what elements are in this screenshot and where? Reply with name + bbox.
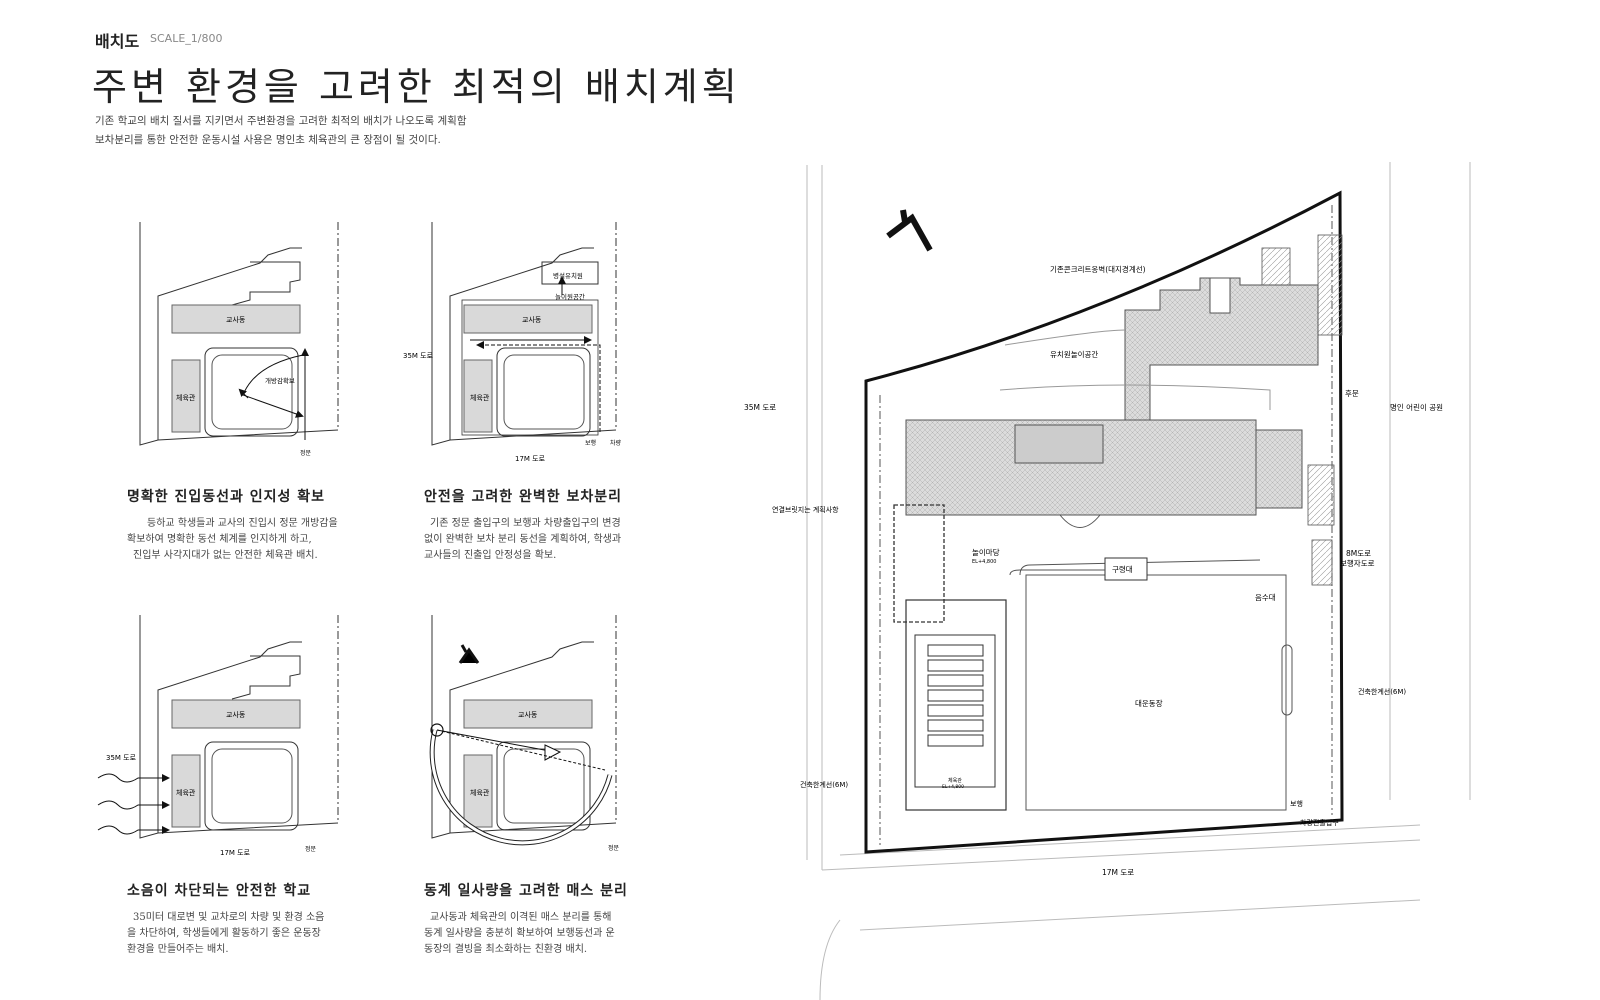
play-area-label: 놀이원공간	[555, 292, 585, 301]
page-title: 주변 환경을 고려한 최적의 배치계획	[92, 65, 741, 109]
stand	[1104, 557, 1148, 581]
road-35m-label: 35M 도로	[106, 754, 137, 762]
gym-label: 체육관	[470, 393, 490, 402]
walkway-label: 보행자도로	[1340, 558, 1375, 568]
desc-line: 교사들의 진출입 안정성을 확보.	[424, 550, 557, 561]
desc-line: 기존 정문 출입구의 보행과 차량출입구의 변경	[430, 518, 621, 529]
car-entry-label: 차량진출입구	[1300, 818, 1339, 827]
existing-wall-label: 기존콘크리트옹벽(대지경계선)	[1050, 264, 1146, 274]
extension-label: 연결브릿지는 계획사항	[772, 505, 839, 514]
classroom-block	[171, 304, 301, 334]
classroom-label: 교사동	[518, 710, 538, 719]
walk-entry-label: 보행	[1290, 799, 1303, 808]
desc-line: 35미터 대로변 및 교차로의 차량 및 환경 소음	[133, 912, 325, 923]
park-label: 명인 어린이 공원	[1390, 402, 1443, 412]
site-plan: 기존콘크리트옹벽(대지경계선) 유치원놀이공간 후문 명인 어린이 공원 35M…	[744, 162, 1471, 1000]
open-view-label: 개방감확보	[265, 376, 295, 385]
desc-line: 진입부 사각지대가 없는 안전한 체육관 배치.	[133, 550, 318, 561]
gym-name-label: 체육관	[948, 777, 962, 784]
kinder-play-label: 유치원놀이공간	[1050, 349, 1098, 359]
classroom-label: 교사동	[226, 710, 246, 719]
gym-el-label: EL+4,800	[942, 784, 964, 790]
road-17m-label: 17M 도로	[220, 849, 251, 857]
water-label: 음수대	[1255, 593, 1276, 602]
desc-line: 을 차단하여, 학생들에게 활동하기 좋은 운동장	[127, 928, 321, 939]
desc-entry: 등하교 학생들과 교사의 진입시 정문 개방감을 확보하여 명확한 동선 체계를…	[127, 516, 338, 564]
car-label: 차량	[610, 439, 622, 447]
north-arrow-small	[458, 644, 480, 664]
classroom-label: 교사동	[226, 315, 246, 324]
desc-separation: 기존 정문 출입구의 보행과 차량출입구의 변경 없이 완벽한 보차 분리 동선…	[424, 516, 621, 564]
building-line-left-label: 건축한계선(6M)	[800, 780, 848, 789]
road-17m-label: 17M 도로	[515, 455, 546, 463]
scale-label: SCALE_1/800	[150, 32, 223, 45]
desc-line: 등하교 학생들과 교사의 진입시 정문 개방감을	[147, 518, 338, 529]
diagram-noise: 교사동 체육관 35M 도로 17M 도로 정문	[97, 615, 339, 857]
walk-label: 보행	[585, 439, 596, 447]
classroom-block	[463, 304, 593, 334]
gym-block	[171, 754, 201, 828]
drawing-label: 배치도	[95, 32, 140, 51]
gym-label: 체육관	[176, 393, 196, 402]
road-35m-label: 35M 도로	[744, 403, 776, 412]
gym-label: 체육관	[470, 788, 490, 797]
desc-line: 확보하여 명확한 동선 체계를 인지하게 하고,	[127, 534, 312, 545]
gym-label: 체육관	[176, 788, 196, 797]
bridge-outline	[893, 504, 945, 623]
diagram-sunlight: 교사동 체육관 정문	[429, 615, 620, 852]
site-boundary	[864, 190, 1344, 854]
desc-noise: 35미터 대로변 및 교차로의 차량 및 환경 소음 을 차단하여, 학생들에게…	[127, 910, 324, 958]
gym-block	[463, 754, 493, 828]
main-gate-label: 정문	[608, 845, 620, 852]
caption-sunlight: 동계 일사량을 고려한 매스 분리	[424, 883, 628, 899]
intro-text: 기존 학교의 배치 질서를 지키면서 주변환경을 고려한 최적의 배치가 나오도…	[95, 112, 466, 150]
kindergarten-label: 병설유치원	[553, 271, 583, 280]
intro-line: 기존 학교의 배치 질서를 지키면서 주변환경을 고려한 최적의 배치가 나오도…	[95, 115, 467, 127]
gym-block	[463, 359, 493, 433]
road-17m-label: 17M 도로	[1102, 868, 1134, 877]
playground-label: 놀이마당	[972, 547, 1000, 557]
gym-block	[171, 359, 201, 433]
north-arrow	[886, 209, 933, 252]
playground-el-label: EL+4,800	[972, 559, 996, 565]
caption-separation: 안전을 고려한 완벽한 보차분리	[424, 489, 623, 505]
desc-line: 없이 완벽한 보차 분리 동선을 계획하여, 학생과	[424, 534, 622, 545]
caption-entry: 명확한 진입동선과 인지성 확보	[127, 489, 326, 505]
main-gate-label: 정문	[300, 450, 312, 457]
diagram-entry: 교사동 체육관 개방감확보 정문	[139, 222, 339, 457]
stand-label: 구령대	[1112, 565, 1133, 574]
road-35m-label: 35M 도로	[403, 352, 434, 360]
building-line-right-label: 건축한계선(6M)	[1358, 687, 1406, 696]
existing-building	[1124, 277, 1319, 426]
main-gate-label: 정문	[305, 846, 317, 853]
desc-line: 동장의 결빙을 최소화하는 친환경 배치.	[424, 944, 588, 955]
desc-sunlight: 교사동과 체육관의 이격된 매스 분리를 통해 동계 일사량을 충분히 확보하여…	[424, 910, 615, 958]
caption-noise: 소음이 차단되는 안전한 학교	[127, 883, 312, 899]
desc-line: 교사동과 체육관의 이격된 매스 분리를 통해	[430, 912, 612, 923]
classroom-label: 교사동	[522, 315, 542, 324]
back-gate-label: 후문	[1345, 389, 1359, 398]
classroom-block	[171, 699, 301, 729]
noise-arrows	[97, 773, 170, 835]
road-8m-label: 8M도로	[1346, 549, 1371, 558]
diagram-separation: 병설유치원 놀이원공간 교사동 체육관 35M 도로 17M 도로 보행 차량	[403, 222, 622, 463]
field-label: 대운동장	[1135, 698, 1163, 708]
intro-line: 보차분리를 통한 안전한 운동시설 사용은 명인초 체육관의 큰 장점이 될 것…	[95, 134, 441, 146]
main-field	[1025, 574, 1287, 811]
desc-line: 환경을 만들어주는 배치.	[127, 944, 229, 955]
desc-line: 동계 일사량을 충분히 확보하여 보행동선과 운	[424, 928, 615, 939]
classroom-block	[463, 699, 593, 729]
